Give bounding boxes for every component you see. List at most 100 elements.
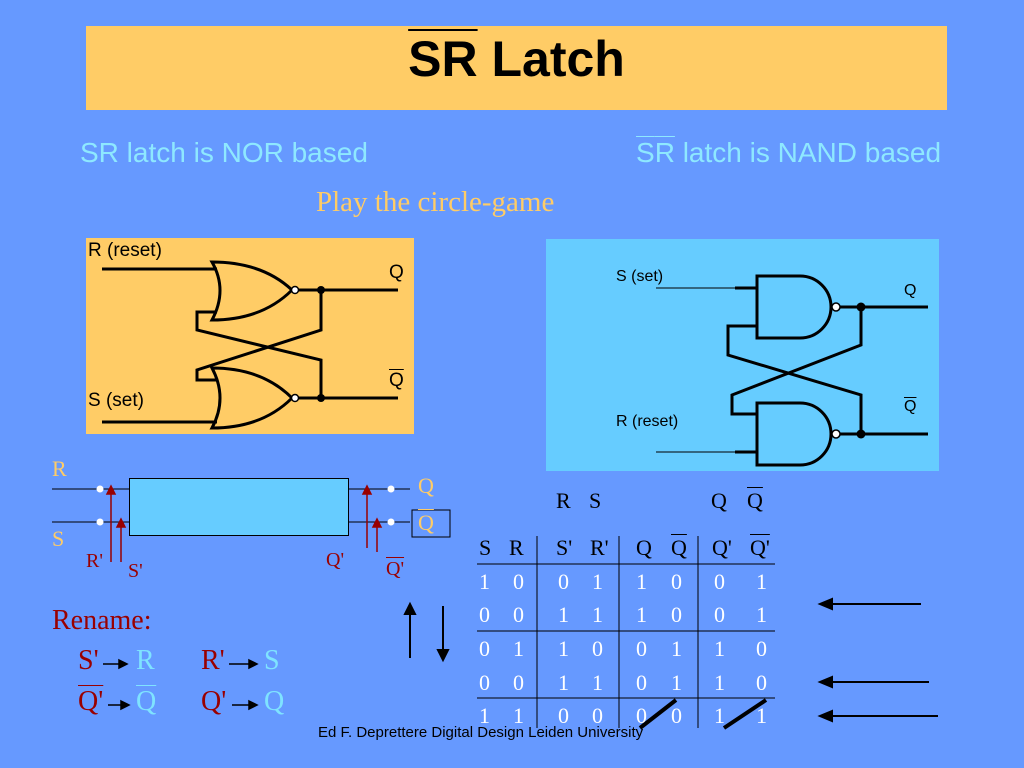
nand-wires [726,286,928,454]
table-cell: 0 [592,703,603,728]
table-cell: 0 [592,636,603,661]
nand-s-label: S (set) [616,268,664,285]
table-cell: 1 [714,636,725,661]
table-top-q: Q [711,488,727,513]
table-top-s: S [589,488,602,513]
table-cell: 1 [592,569,603,594]
table-top-r: R [556,488,571,513]
block-r-dot [96,485,104,493]
table-cell: 0 [714,569,725,594]
nand-input-wires [656,287,735,453]
table-cell: 0 [479,670,490,695]
table-header-qbar-prime: Q' [750,535,770,560]
nor-top-bubble [290,285,300,295]
table-cell: 1 [756,602,767,627]
table-cell: 0 [479,636,490,661]
table-cell: 0 [756,636,767,661]
table-cell: 1 [558,636,569,661]
block-r-label: R [52,456,67,481]
table-top-qbar: Q [747,488,763,513]
rename-heading: Rename: [52,605,152,636]
nand-bottom-junction [856,429,866,439]
nand-subtitle: SR latch is NAND based [636,137,942,168]
table-cell: 1 [671,636,682,661]
nor-top-junction [317,286,325,294]
table-cell: 0 [479,602,490,627]
table-header-r: R [509,535,524,560]
nor-gate-top [209,260,295,322]
rename-row1-from: S' [78,645,99,676]
table-cell: 1 [714,703,725,728]
table-cell: 0 [558,703,569,728]
block-s-dot [96,518,104,526]
table-cell: 1 [636,602,647,627]
nand-bottom-bubble [831,429,841,439]
table-cell: 1 [513,703,524,728]
nand-r-label: R (reset) [616,413,679,430]
nand-gate-top [755,274,833,340]
table-cell: 0 [714,602,725,627]
table-cell: 1 [756,703,767,728]
nor-gate-bottom [209,366,295,430]
nand-latch-panel [546,239,939,471]
table-cell: 1 [479,703,490,728]
table-cell: 0 [636,670,647,695]
footer-credit: Ed F. Deprettere Digital Design Leiden U… [318,724,644,741]
nor-s-label: S (set) [88,390,144,411]
block-qbar-label: Q [418,510,434,535]
updown-arrows [403,601,450,663]
title-bar [86,26,947,110]
circle-game-caption: Play the circle-game [316,186,555,218]
table-header-r-prime: R' [590,535,609,560]
table-cell: 0 [671,703,682,728]
table-cell: 1 [671,670,682,695]
nand-q-label: Q [904,282,917,299]
table-rules [477,536,775,728]
table-cell: 0 [513,670,524,695]
table-cell: 1 [558,670,569,695]
nor-q-label: Q [389,262,404,283]
table-cell: 1 [513,636,524,661]
table-cell: 0 [636,703,647,728]
table-header-s: S [479,535,492,560]
nor-bottom-bubble [290,393,300,403]
block-qbar-prime-label: Q' [386,558,405,580]
table-header-q-prime: Q' [712,535,732,560]
table-cell: 0 [671,602,682,627]
block-arrows [105,484,383,562]
block-s-prime-label: S' [128,560,143,582]
rename-row2b-to: Q [264,686,285,717]
table-cell: 0 [513,602,524,627]
rename-row1b-to: S [264,645,280,676]
block-s-label: S [52,526,65,551]
rename-arrows [103,658,259,711]
table-cell: 0 [636,636,647,661]
rename-row1-to: R [136,645,155,676]
nand-top-bubble [831,302,841,312]
nor-r-label: R (reset) [88,240,162,261]
rename-row1b-from: R' [201,645,225,676]
table-header-qbar: Q [671,535,687,560]
table-cell: 1 [479,569,490,594]
nor-qbar-label: Q [389,370,404,391]
latch-block [129,478,349,536]
nand-gate-bottom [755,401,833,467]
rename-row2-from: Q' [78,686,104,717]
row-arrows [817,597,938,723]
qbar-highlight-box [411,509,451,538]
block-q-prime-label: Q' [326,549,345,571]
block-qbar-dot [387,518,395,526]
table-cell: 1 [592,602,603,627]
table-cell: 0 [558,569,569,594]
table-cell: 1 [714,670,725,695]
table-cell: 0 [756,670,767,695]
table-cell: 1 [592,670,603,695]
table-cell: 1 [756,569,767,594]
nor-bottom-junction [317,394,325,402]
table-header-s-prime: S' [556,535,573,560]
nand-top-junction [856,302,866,312]
nor-subtitle: SR latch is NOR based [80,137,368,168]
table-cell: 1 [636,569,647,594]
table-header-q: Q [636,535,652,560]
